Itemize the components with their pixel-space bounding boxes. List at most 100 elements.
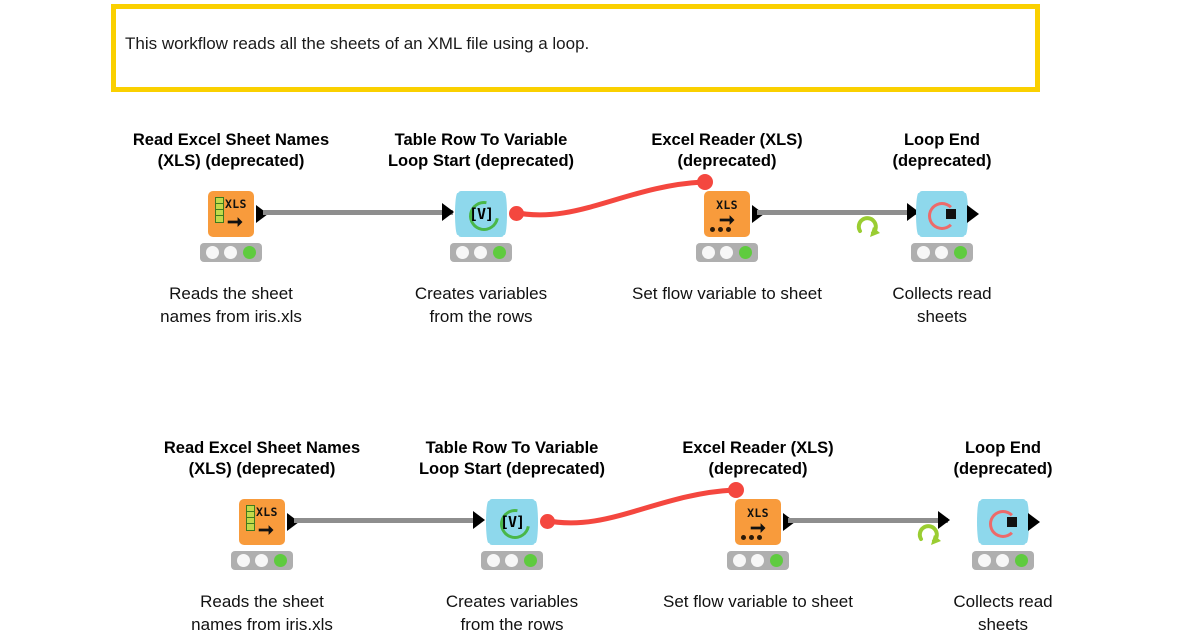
status-light-executed [954,246,968,259]
node-title: Loop End (deprecated) [953,439,1053,478]
loop-end-ring-icon [928,202,956,230]
node-title: Read Excel Sheet Names (XLS) (deprecated… [132,131,330,170]
node-status-bar [231,551,293,570]
node-description: Collects read sheets [892,284,992,326]
node-visual[interactable] [827,179,1057,274]
status-light-idle [486,554,500,567]
node-description: Reads the sheet names from iris.xls [160,284,302,326]
node-read-excel-sheet-names[interactable]: Read Excel Sheet Names (XLS) (deprecated… [147,438,377,634]
node-visual[interactable]: XLS ➞ [147,487,377,582]
node-status-bar [696,243,758,262]
loop-back-arrow-icon [917,524,941,545]
status-light-executed [739,246,753,259]
workflow-row-1: Read Excel Sheet Names (XLS) (deprecated… [0,130,1200,330]
status-light-idle [977,554,991,567]
node-status-bar [450,243,512,262]
status-light-idle [701,246,715,259]
node-visual[interactable]: XLS ➞ [643,487,873,582]
connection-3-to-4[interactable] [788,518,948,523]
node-visual[interactable]: [V] [397,487,627,582]
node-table-row-to-variable-loop-start[interactable]: Table Row To Variable Loop Start (deprec… [397,438,627,634]
connection-3-to-4-arrowhead [938,511,950,529]
arrow-right-icon: ➞ [258,520,274,541]
status-light-queued [751,554,765,567]
node-visual[interactable] [888,487,1118,582]
node-description: Creates variables from the rows [445,592,579,634]
node-excel-reader[interactable]: Excel Reader (XLS) (deprecated) XLS ➞ Se… [643,438,873,611]
node-title: Loop End (deprecated) [892,131,992,170]
node-loop-end[interactable]: Loop End (deprecated) Collects read shee… [827,130,1057,326]
status-light-executed [770,554,784,567]
xls-label-icon: XLS [225,197,247,211]
node-output-port[interactable] [967,205,979,223]
options-dots-icon [710,227,731,232]
annotation-text: This workflow reads all the sheets of an… [125,34,590,53]
flow-variable-output-port[interactable] [509,206,524,221]
connection-1-to-2-arrowhead [473,511,485,529]
status-light-executed [243,246,257,259]
node-title: Excel Reader (XLS) (deprecated) [682,439,834,478]
options-dots-icon [741,535,762,540]
status-light-executed [493,246,507,259]
connection-1-to-2[interactable] [263,210,453,215]
node-status-bar [727,551,789,570]
node-status-bar [911,243,973,262]
arrow-right-icon: ➞ [719,210,735,231]
node-title: Table Row To Variable Loop Start (deprec… [387,131,575,170]
arrow-right-icon: ➞ [750,518,766,539]
node-output-port[interactable] [256,205,268,223]
node-output-port[interactable] [287,513,299,531]
node-excel-reader[interactable]: Excel Reader (XLS) (deprecated) XLS ➞ Se… [612,130,842,303]
status-light-queued [224,246,238,259]
node-description: Creates variables from the rows [414,284,548,326]
status-light-idle [205,246,219,259]
connection-1-to-2[interactable] [294,518,480,523]
status-light-idle [916,246,930,259]
sheet-stack-icon [215,197,224,223]
xls-label-icon: XLS [747,506,769,520]
flow-variable-output-port[interactable] [540,514,555,529]
status-light-queued [505,554,519,567]
node-body-excel-sheet-names[interactable]: XLS ➞ [239,499,285,545]
node-visual[interactable]: XLS ➞ [116,179,346,274]
node-read-excel-sheet-names[interactable]: Read Excel Sheet Names (XLS) (deprecated… [116,130,346,326]
node-title: Excel Reader (XLS) (deprecated) [651,131,803,170]
status-light-idle [236,554,250,567]
node-body-excel-reader[interactable]: XLS ➞ [704,191,750,237]
status-light-queued [474,246,488,259]
node-body-loop-end[interactable] [916,191,968,237]
node-body-loop-start[interactable]: [V] [486,499,538,545]
loop-back-arrow-icon [856,216,880,237]
node-title: Table Row To Variable Loop Start (deprec… [418,439,606,478]
node-status-bar [481,551,543,570]
variable-bracket-icon: [V] [468,205,494,223]
node-description: Reads the sheet names from iris.xls [191,592,333,634]
node-description: Collects read sheets [953,592,1053,634]
connection-1-to-2-arrowhead [442,203,454,221]
node-body-loop-end[interactable] [977,499,1029,545]
status-light-executed [524,554,538,567]
node-visual[interactable]: XLS ➞ [612,179,842,274]
node-table-row-to-variable-loop-start[interactable]: Table Row To Variable Loop Start (deprec… [366,130,596,326]
connection-3-to-4[interactable] [757,210,917,215]
xls-label-icon: XLS [716,198,738,212]
status-light-idle [455,246,469,259]
status-light-idle [732,554,746,567]
node-body-loop-start[interactable]: [V] [455,191,507,237]
node-visual[interactable]: [V] [366,179,596,274]
arrow-right-icon: ➞ [227,212,243,233]
node-status-bar [200,243,262,262]
variable-bracket-icon: [V] [499,513,525,531]
status-light-executed [1015,554,1029,567]
node-output-port[interactable] [1028,513,1040,531]
workflow-annotation-box[interactable]: This workflow reads all the sheets of an… [111,4,1040,92]
status-light-queued [996,554,1010,567]
loop-end-square-icon [1007,517,1017,527]
status-light-queued [935,246,949,259]
status-light-queued [720,246,734,259]
node-body-excel-reader[interactable]: XLS ➞ [735,499,781,545]
workflow-row-2: Read Excel Sheet Names (XLS) (deprecated… [0,438,1200,638]
node-title: Read Excel Sheet Names (XLS) (deprecated… [163,439,361,478]
node-loop-end[interactable]: Loop End (deprecated) Collects read shee… [888,438,1118,634]
node-body-excel-sheet-names[interactable]: XLS ➞ [208,191,254,237]
